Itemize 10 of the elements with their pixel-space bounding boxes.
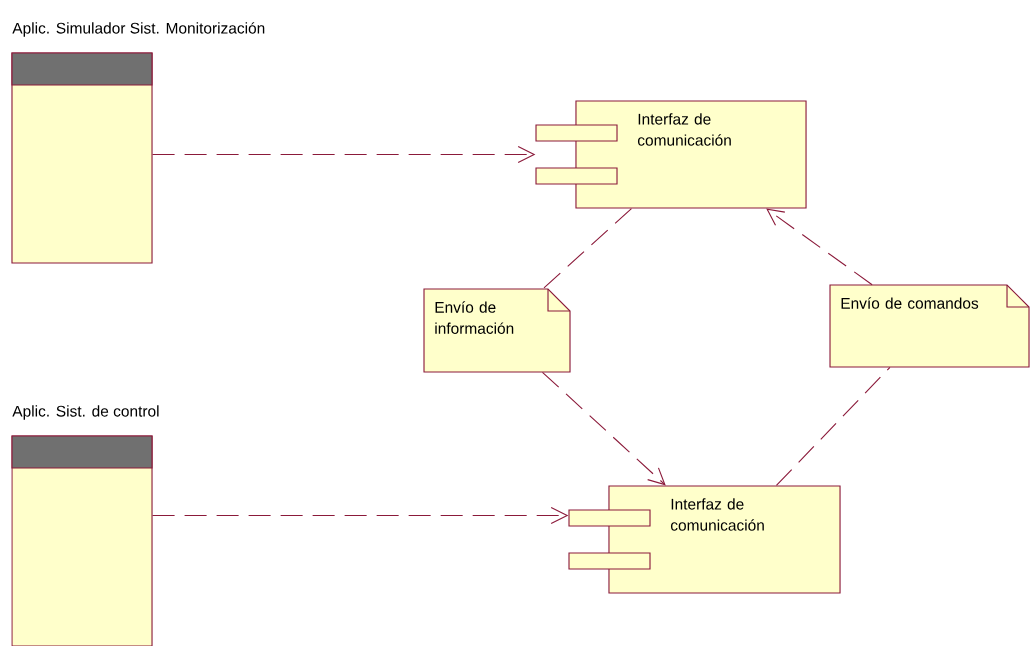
- component-box: Interfaz de comunicación: [535, 100, 807, 209]
- note-box: Envío de comandos: [829, 284, 1030, 368]
- dependency-arrow: [541, 371, 666, 486]
- dependency-arrow: [152, 506, 569, 525]
- package-title: Aplic. Sist. de control: [12, 405, 159, 420]
- dependency-arrow: [152, 145, 536, 164]
- package-title: Aplic. Simulador Sist. Monitorización: [12, 22, 265, 37]
- note-box: Envío de información: [423, 288, 571, 373]
- component-box: Interfaz de comunicación: [568, 485, 841, 594]
- dependency-arrow: [766, 208, 873, 286]
